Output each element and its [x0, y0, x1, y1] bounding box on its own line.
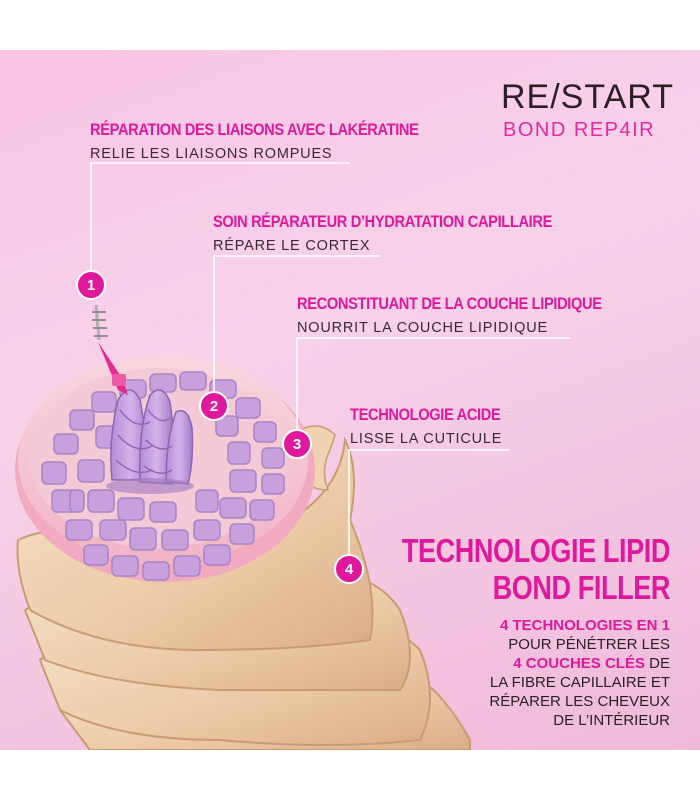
leader-lines [90, 162, 570, 557]
product-headline: TECHNOLOGIE LIPID BOND FILLER [343, 532, 671, 606]
badge-2 [199, 391, 229, 421]
keratin-bundle [106, 389, 194, 494]
cortex-cells [41, 371, 285, 581]
description-line-3-rest: DE [644, 655, 670, 672]
headline-line-2: BOND FILLER [492, 569, 671, 606]
badge-4-number: 4 [345, 561, 354, 578]
badge-3 [282, 429, 312, 459]
description-line-5: RÉPARER LES CHEVEUX [489, 693, 670, 710]
product-description: 4 TECHNOLOGIES EN 1 POUR PÉNÉTRER LES 4 … [489, 616, 670, 730]
badge-1 [76, 270, 106, 300]
label-3-subtitle: NOURRIT LA COUCHE LIPIDIQUE [297, 320, 548, 336]
badge-3-number: 3 [293, 436, 301, 453]
brand-logo: RE/START BOND REP4IR [501, 78, 674, 142]
headline-line-1: TECHNOLOGIE LIPID [401, 532, 671, 569]
label-3: RECONSTITUANT DE LA COUCHE LIPIDIQUE NOU… [297, 294, 651, 336]
label-1: RÉPARATION DES LIAISONS AVEC LAKÉRATINE … [90, 120, 472, 162]
brand-name: RE/START [501, 78, 674, 116]
badge-1-number: 1 [87, 277, 95, 294]
label-1-subtitle: RELIE LES LIAISONS ROMPUES [90, 146, 333, 162]
label-2-title: SOIN RÉPARATEUR D’HYDRATATION CAPILLAIRE [213, 212, 553, 231]
label-2: SOIN RÉPARATEUR D’HYDRATATION CAPILLAIRE… [213, 212, 607, 254]
description-line-3: 4 COUCHES CLÉS DE [489, 654, 670, 673]
bond-connector [92, 304, 128, 395]
badge-4 [334, 554, 364, 584]
number-badges: 1 2 3 4 [76, 270, 364, 584]
description-highlight-2: 4 COUCHES CLÉS [513, 655, 645, 672]
badge-2-number: 2 [210, 398, 218, 415]
label-3-title: RECONSTITUANT DE LA COUCHE LIPIDIQUE [297, 294, 602, 313]
hair-fiber-illustration: 1 2 3 4 [15, 162, 570, 750]
label-4-subtitle: LISSE LA CUTICULE [350, 431, 503, 447]
description-line-4: LA FIBRE CAPILLAIRE ET [489, 674, 670, 691]
description-line-2: POUR PÉNÉTRER LES [508, 636, 670, 653]
infographic-panel: 1 2 3 4 RE/START BOND REP4IR RÉPARATION … [0, 50, 700, 750]
description-line-6: DE L’INTÉRIEUR [553, 712, 670, 729]
label-4-title: TECHNOLOGIE ACIDE [350, 405, 501, 424]
brand-subtitle: BOND REP4IR [503, 119, 656, 141]
label-1-title: RÉPARATION DES LIAISONS AVEC LAKÉRATINE [90, 120, 419, 139]
label-4: TECHNOLOGIE ACIDE LISSE LA CUTICULE [350, 405, 525, 447]
description-highlight-1: 4 TECHNOLOGIES EN 1 [499, 617, 670, 634]
label-2-subtitle: RÉPARE LE CORTEX [213, 238, 371, 254]
